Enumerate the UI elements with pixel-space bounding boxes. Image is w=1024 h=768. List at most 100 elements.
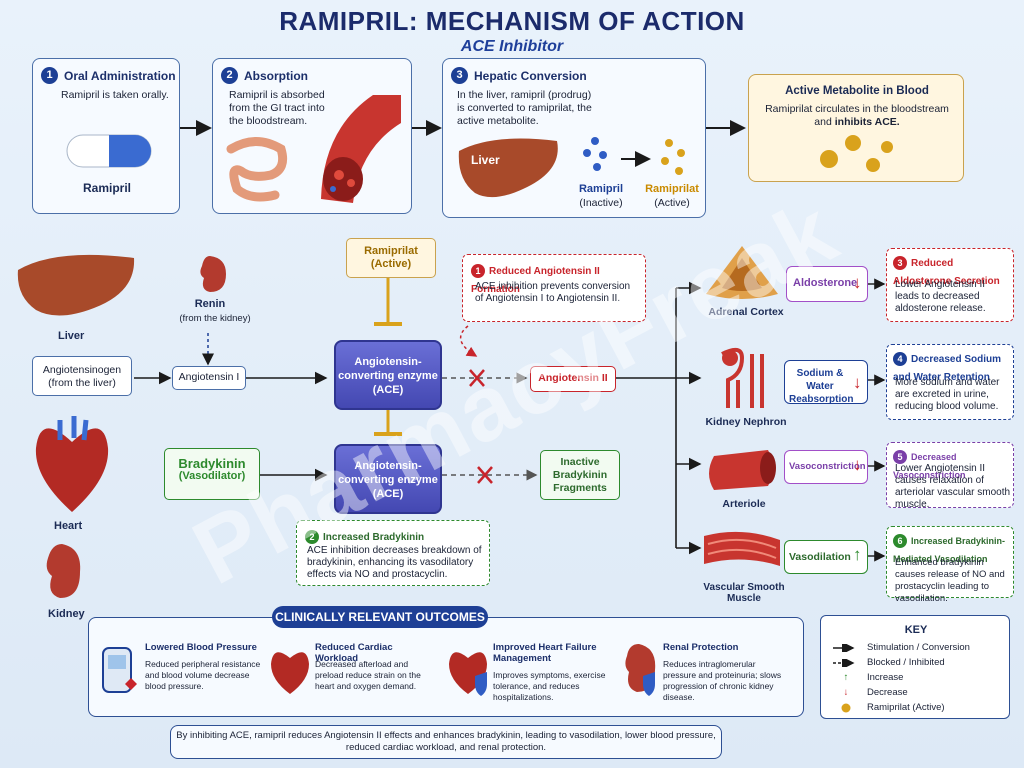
inactive-fragments-box: Inactive Bradykinin Fragments	[540, 450, 620, 500]
outcome-renal-protection: Renal Protection Reduces intraglomerular…	[615, 630, 785, 710]
outcome-cardiac-workload: Reduced Cardiac Workload Decreased after…	[267, 630, 437, 710]
blood-vessel-icon	[321, 95, 401, 203]
reason-title: Increased Bradykinin	[323, 532, 425, 543]
step-title: Absorption	[244, 68, 308, 83]
solid-arrow-icon	[833, 643, 855, 652]
result-text: Lower Angiotensin II leads to decreased …	[895, 279, 986, 314]
renin-label: Renin	[194, 298, 226, 310]
liver-organ-label: Liver	[58, 330, 85, 342]
bradykinin-sub: (Vasodilator)	[178, 470, 246, 482]
result-number: 4	[893, 352, 907, 366]
key-label: Ramiprilat (Active)	[867, 702, 945, 713]
reason-number: 2	[305, 530, 319, 544]
legend-key: KEY Stimulation / Conversion Blocked / I…	[820, 615, 1010, 719]
result-number: 5	[893, 450, 907, 464]
result-number: 3	[893, 256, 907, 270]
outcome-blood-pressure: Lowered Blood Pressure Reduced periphera…	[97, 630, 267, 710]
key-item-increase: ↑Increase	[833, 672, 904, 683]
step-text: In the liver, ramipril (prodrug) is conv…	[457, 89, 592, 127]
heart-organ-icon	[35, 416, 109, 512]
reason-title: Reduced Angiotensin II Formation	[471, 266, 600, 295]
key-item-blocked: Blocked / Inhibited	[833, 657, 945, 668]
kidney-small-icon	[200, 256, 226, 292]
active-metabolite-box: Active Metabolite in Blood Ramiprilat ci…	[748, 74, 964, 182]
adrenal-cortex-icon	[706, 246, 778, 299]
angiotensin-1-box: Angiotensin I	[172, 366, 246, 390]
decrease-arrow-icon: ↓	[853, 273, 862, 292]
step-text: Ramipril is taken orally.	[61, 89, 169, 101]
kidney-nephron-icon	[721, 347, 764, 408]
key-item-ramiprilat: Ramiprilat (Active)	[833, 702, 945, 713]
target-effect-label: Aldosterone	[793, 277, 858, 289]
down-arrow-icon: ↓	[843, 687, 849, 698]
active-metabolite-text-main: Ramiprilat circulates in the bloodstream…	[765, 103, 949, 128]
block-x-marks	[469, 369, 493, 484]
outcome-text: Reduced peripheral resistance and blood …	[145, 659, 261, 691]
decrease-arrow-icon: ↓	[853, 373, 862, 392]
result-number: 6	[893, 534, 907, 548]
liver-organ-icon	[17, 254, 135, 316]
key-item-stimulation: Stimulation / Conversion	[833, 642, 970, 653]
reason-text: ACE inhibition prevents conversion of An…	[475, 281, 631, 304]
ramiprilat-box: Ramiprilat (Active)	[346, 238, 436, 278]
result-title: Decreased Sodium and Water Retention	[893, 354, 1002, 383]
ramipril-sub: (Inactive)	[579, 197, 623, 209]
angiotensin-2-box: Angiotensin II	[530, 366, 616, 392]
result-text: Enhanced bradykinin causes release of NO…	[895, 557, 1005, 604]
active-metabolite-title: Active Metabolite in Blood	[785, 85, 929, 97]
outcome-text: Improves symptoms, exercise tolerance, a…	[493, 670, 606, 702]
target-organ-label: Vascular Smooth Muscle	[703, 582, 785, 604]
summary-footer: By inhibiting ACE, ramipril reduces Angi…	[170, 725, 722, 759]
bradykinin-label: Bradykinin	[178, 456, 246, 471]
angiotensinogen-box: Angiotensinogen (from the liver)	[32, 356, 132, 396]
result-title: Decreased Vasoconstriction	[893, 452, 966, 480]
key-label: Decrease	[867, 687, 908, 698]
ace-enzyme-lower: Angiotensin-converting enzyme (ACE)	[334, 444, 442, 514]
page-subtitle: ACE Inhibitor	[460, 38, 564, 55]
ramiprilat-label: Ramiprilat	[645, 183, 699, 195]
step-text: Ramipril is absorbed from the GI tract i…	[229, 89, 325, 127]
target-effect-label: Vasoconstriction	[789, 461, 866, 472]
step-title: Oral Administration	[64, 68, 176, 83]
liver-label: Liver	[471, 153, 500, 167]
heart-label: Heart	[54, 520, 83, 532]
reason-number: 1	[471, 264, 485, 278]
outcome-title: Reduced Cardiac Workload	[315, 642, 393, 664]
target-effect-box: Sodium & Water Reabsorption ↓	[784, 360, 868, 405]
target-effect-label: Vasodilation	[789, 551, 851, 563]
kidney-organ-icon	[46, 544, 81, 598]
up-arrow-icon: ↑	[843, 672, 849, 683]
heart-outcome-icon	[271, 652, 309, 694]
result-title: Reduced Aldosterone Secretion	[893, 258, 1000, 287]
outcome-title: Renal Protection	[663, 642, 739, 653]
outcomes-banner: CLINICALLY RELEVANT OUTCOMES	[272, 606, 488, 628]
key-title: KEY	[904, 624, 928, 636]
reason-text: ACE inhibition decreases breakdown of br…	[307, 545, 482, 580]
outcome-text: Decreased afterload and preload reduce s…	[315, 659, 421, 691]
renin-sub: (from the kidney)	[179, 313, 251, 324]
target-effect-box: Vasoconstriction ↓	[784, 450, 868, 484]
outcome-title: Lowered Blood Pressure	[145, 642, 257, 653]
kidney-shield-icon	[625, 644, 656, 696]
target-effect-box: Aldosterone ↓	[786, 266, 868, 302]
outcome-title: Improved Heart Failure Management	[493, 642, 597, 664]
target-organ-label: Kidney Nephron	[705, 416, 787, 428]
target-organ-label: Adrenal Cortex	[708, 306, 784, 318]
step-number: 3	[451, 67, 468, 84]
key-item-decrease: ↓ Decrease	[833, 687, 908, 698]
key-label: Blocked / Inhibited	[867, 657, 945, 668]
target-effect-box: Vasodilation ↑	[784, 540, 868, 574]
outcome-heart-failure: Improved Heart Failure Management Improv…	[445, 630, 615, 710]
outcome-text: Reduces intraglomerular pressure and pro…	[663, 659, 782, 702]
result-text: More sodium and water are excreted in ur…	[895, 377, 1000, 412]
active-metabolite-text: Ramiprilat circulates in the bloodstream…	[759, 103, 955, 129]
result-title: Increased Bradykinin-Mediated Vasodilati…	[893, 536, 1006, 564]
